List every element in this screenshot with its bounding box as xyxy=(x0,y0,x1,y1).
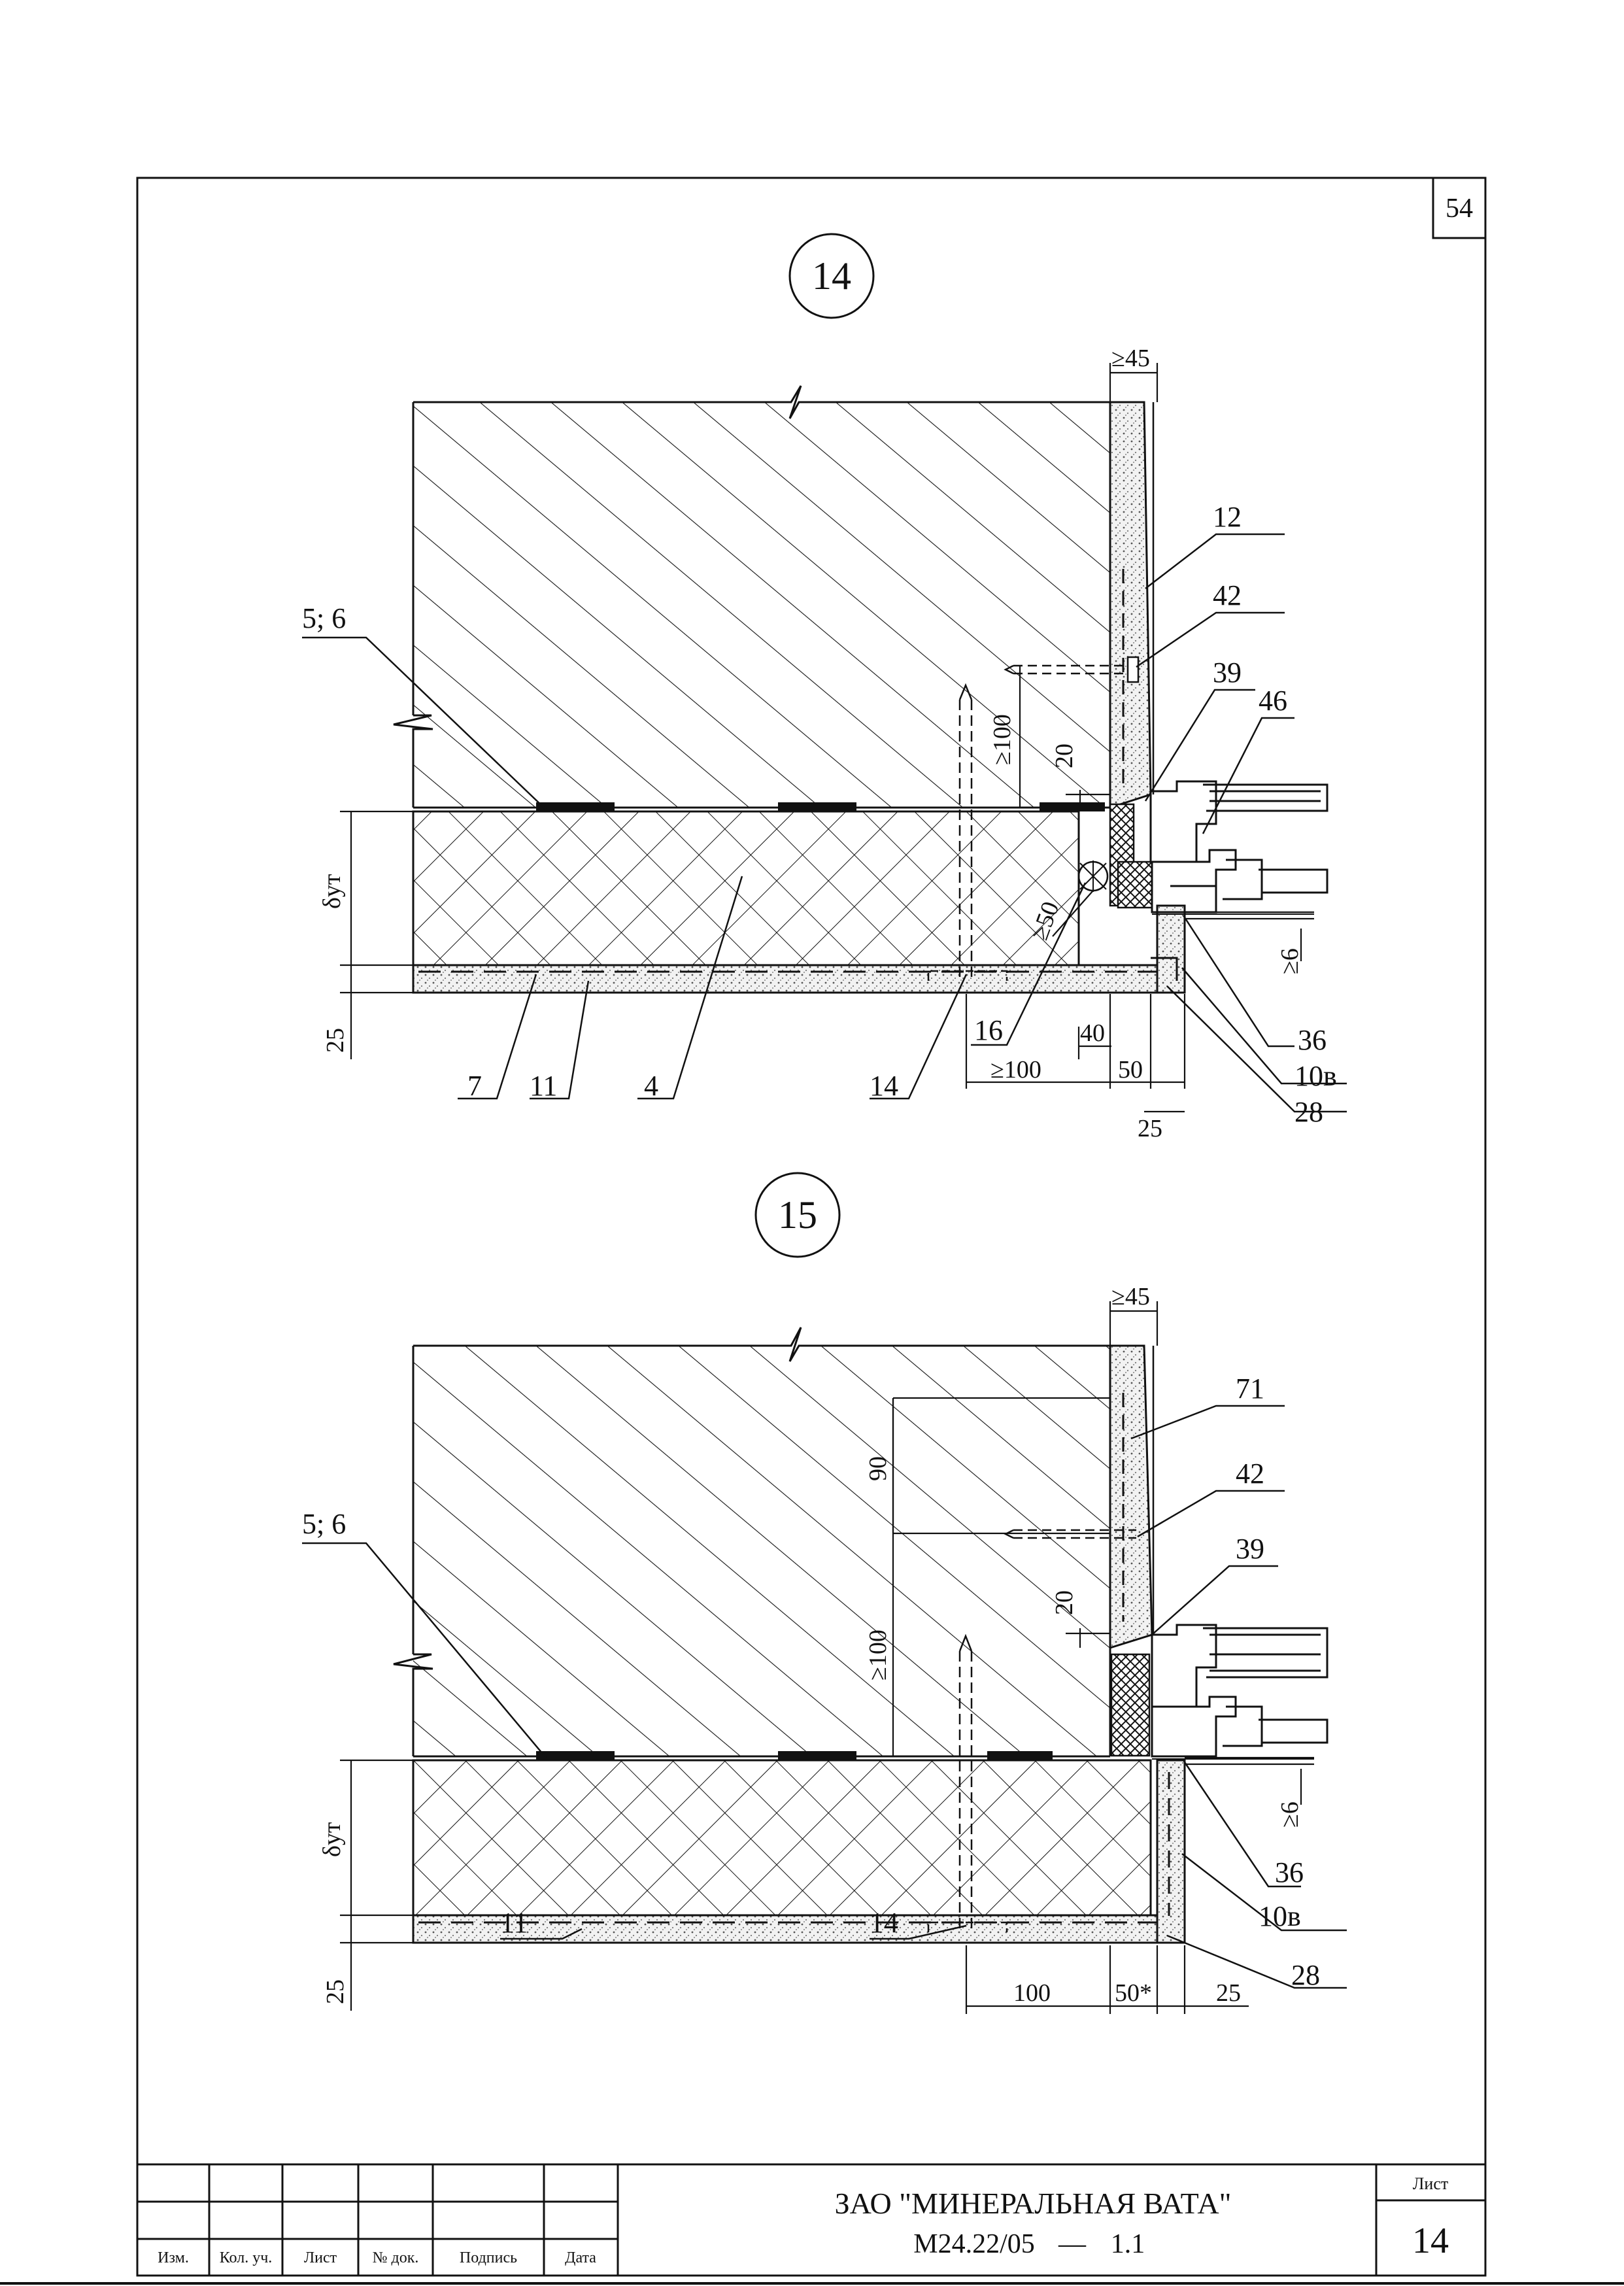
dim-20: 20 xyxy=(1051,1590,1078,1615)
label-36: 36 xyxy=(1298,1024,1327,1056)
corner-profile xyxy=(1151,957,1178,981)
drawing-frame xyxy=(136,177,1487,2277)
dim-25-left: 25 xyxy=(322,1979,349,2004)
label-39: 39 xyxy=(1236,1533,1264,1565)
label-11: 11 xyxy=(530,1070,557,1102)
dim-min-45: ≥45 xyxy=(1111,1283,1150,1310)
dim-90: 90 xyxy=(864,1456,892,1481)
label-36: 36 xyxy=(1275,1856,1304,1888)
delta-insulation: δут xyxy=(318,1822,346,1857)
adhesive-spots xyxy=(536,802,1105,811)
tb-revision: 1.1 xyxy=(1111,2229,1145,2259)
label-14: 14 xyxy=(870,1907,898,1939)
label-11: 11 xyxy=(500,1907,528,1939)
plaster-return xyxy=(1156,1759,1186,1944)
dowel-42 xyxy=(1004,656,1140,683)
dim-50-star: 50* xyxy=(1115,1979,1152,2007)
dim-min-6: ≥6 xyxy=(1276,948,1304,974)
detail-number: 14 xyxy=(812,254,851,298)
dowel-14 xyxy=(927,683,1008,981)
tb-col-list: Лист xyxy=(304,2249,337,2266)
plaster-layer xyxy=(412,964,1186,994)
dim-25-right: 25 xyxy=(1216,1979,1241,2007)
tb-separator: — xyxy=(1058,2229,1087,2259)
tb-col-sign: Подпись xyxy=(460,2249,517,2266)
dimensions-15 xyxy=(340,1301,1314,2014)
tb-col-izm: Изм. xyxy=(158,2249,189,2266)
window-frame-15 xyxy=(1151,1624,1328,1758)
label-39: 39 xyxy=(1213,657,1242,689)
dimensions-14 xyxy=(340,363,1314,1113)
label-71: 71 xyxy=(1236,1373,1264,1405)
label-42: 42 xyxy=(1213,579,1242,611)
page-number-box xyxy=(1432,177,1487,239)
label-42: 42 xyxy=(1236,1458,1264,1490)
dowel-42 xyxy=(1004,1529,1136,1539)
label-4: 4 xyxy=(644,1070,658,1102)
detail-marker-circle xyxy=(754,1172,841,1258)
dim-25-right: 25 xyxy=(1138,1115,1162,1142)
label-46: 46 xyxy=(1259,685,1287,717)
dim-100: 100 xyxy=(1013,1979,1051,2007)
compression-tape-39 xyxy=(1110,1653,1151,1757)
insulation-layer xyxy=(412,810,1080,966)
dowel-14 xyxy=(927,1633,1008,1932)
tb-organization: ЗАО "МИНЕРАЛЬНАЯ ВАТА" xyxy=(835,2187,1232,2220)
dim-min-100: ≥100 xyxy=(990,1056,1041,1083)
dim-min-6: ≥6 xyxy=(1276,1801,1304,1828)
page-number: 54 xyxy=(1446,194,1473,224)
detail-15: 15 xyxy=(302,1172,1347,2014)
tb-doc-code: М24.22/05 xyxy=(913,2229,1035,2259)
detail-number: 15 xyxy=(778,1193,817,1237)
tb-col-doc: № док. xyxy=(373,2249,419,2266)
label-28: 28 xyxy=(1294,1096,1323,1128)
label-12: 12 xyxy=(1213,501,1242,533)
tb-sheet-number: 14 xyxy=(1412,2221,1449,2261)
label-adhesive: 5; 6 xyxy=(302,1508,346,1540)
wall-body xyxy=(393,1327,1111,1758)
plaster-return xyxy=(1156,904,1186,994)
reveal-plaster xyxy=(1109,401,1152,810)
detail-14: 14 xyxy=(302,233,1347,1142)
tb-sheet-label: Лист xyxy=(1413,2174,1448,2193)
detail-marker-circle xyxy=(788,233,875,319)
dim-min-100-vert: ≥100 xyxy=(864,1629,892,1680)
adhesive-spots xyxy=(536,1751,1053,1760)
label-adhesive: 5; 6 xyxy=(302,602,346,634)
label-10v: 10в xyxy=(1294,1060,1337,1092)
dim-40: 40 xyxy=(1080,1019,1105,1047)
wall-body xyxy=(393,385,1111,809)
label-10v: 10в xyxy=(1259,1900,1301,1932)
tb-col-kol: Кол. уч. xyxy=(220,2249,273,2266)
insulation-layer xyxy=(412,1759,1152,1917)
reveal-plaster xyxy=(1109,1344,1153,1650)
window-frame-14 xyxy=(1149,780,1328,913)
dim-50: 50 xyxy=(1118,1056,1143,1083)
leaders-14 xyxy=(302,533,1347,1113)
label-14: 14 xyxy=(870,1070,898,1102)
dim-min-45: ≥45 xyxy=(1111,345,1150,372)
label-7: 7 xyxy=(467,1070,482,1102)
leaders-15 xyxy=(302,1405,1347,1989)
dim-min-100-vert: ≥100 xyxy=(989,714,1016,765)
title-block xyxy=(137,2163,1485,2276)
compression-tape-39 xyxy=(1117,861,1153,909)
dim-20: 20 xyxy=(1051,743,1078,768)
label-28: 28 xyxy=(1291,1959,1320,1991)
dim-25-left: 25 xyxy=(322,1028,349,1053)
delta-insulation: δут xyxy=(318,874,346,909)
tb-col-date: Дата xyxy=(565,2249,596,2266)
label-16: 16 xyxy=(974,1014,1003,1046)
